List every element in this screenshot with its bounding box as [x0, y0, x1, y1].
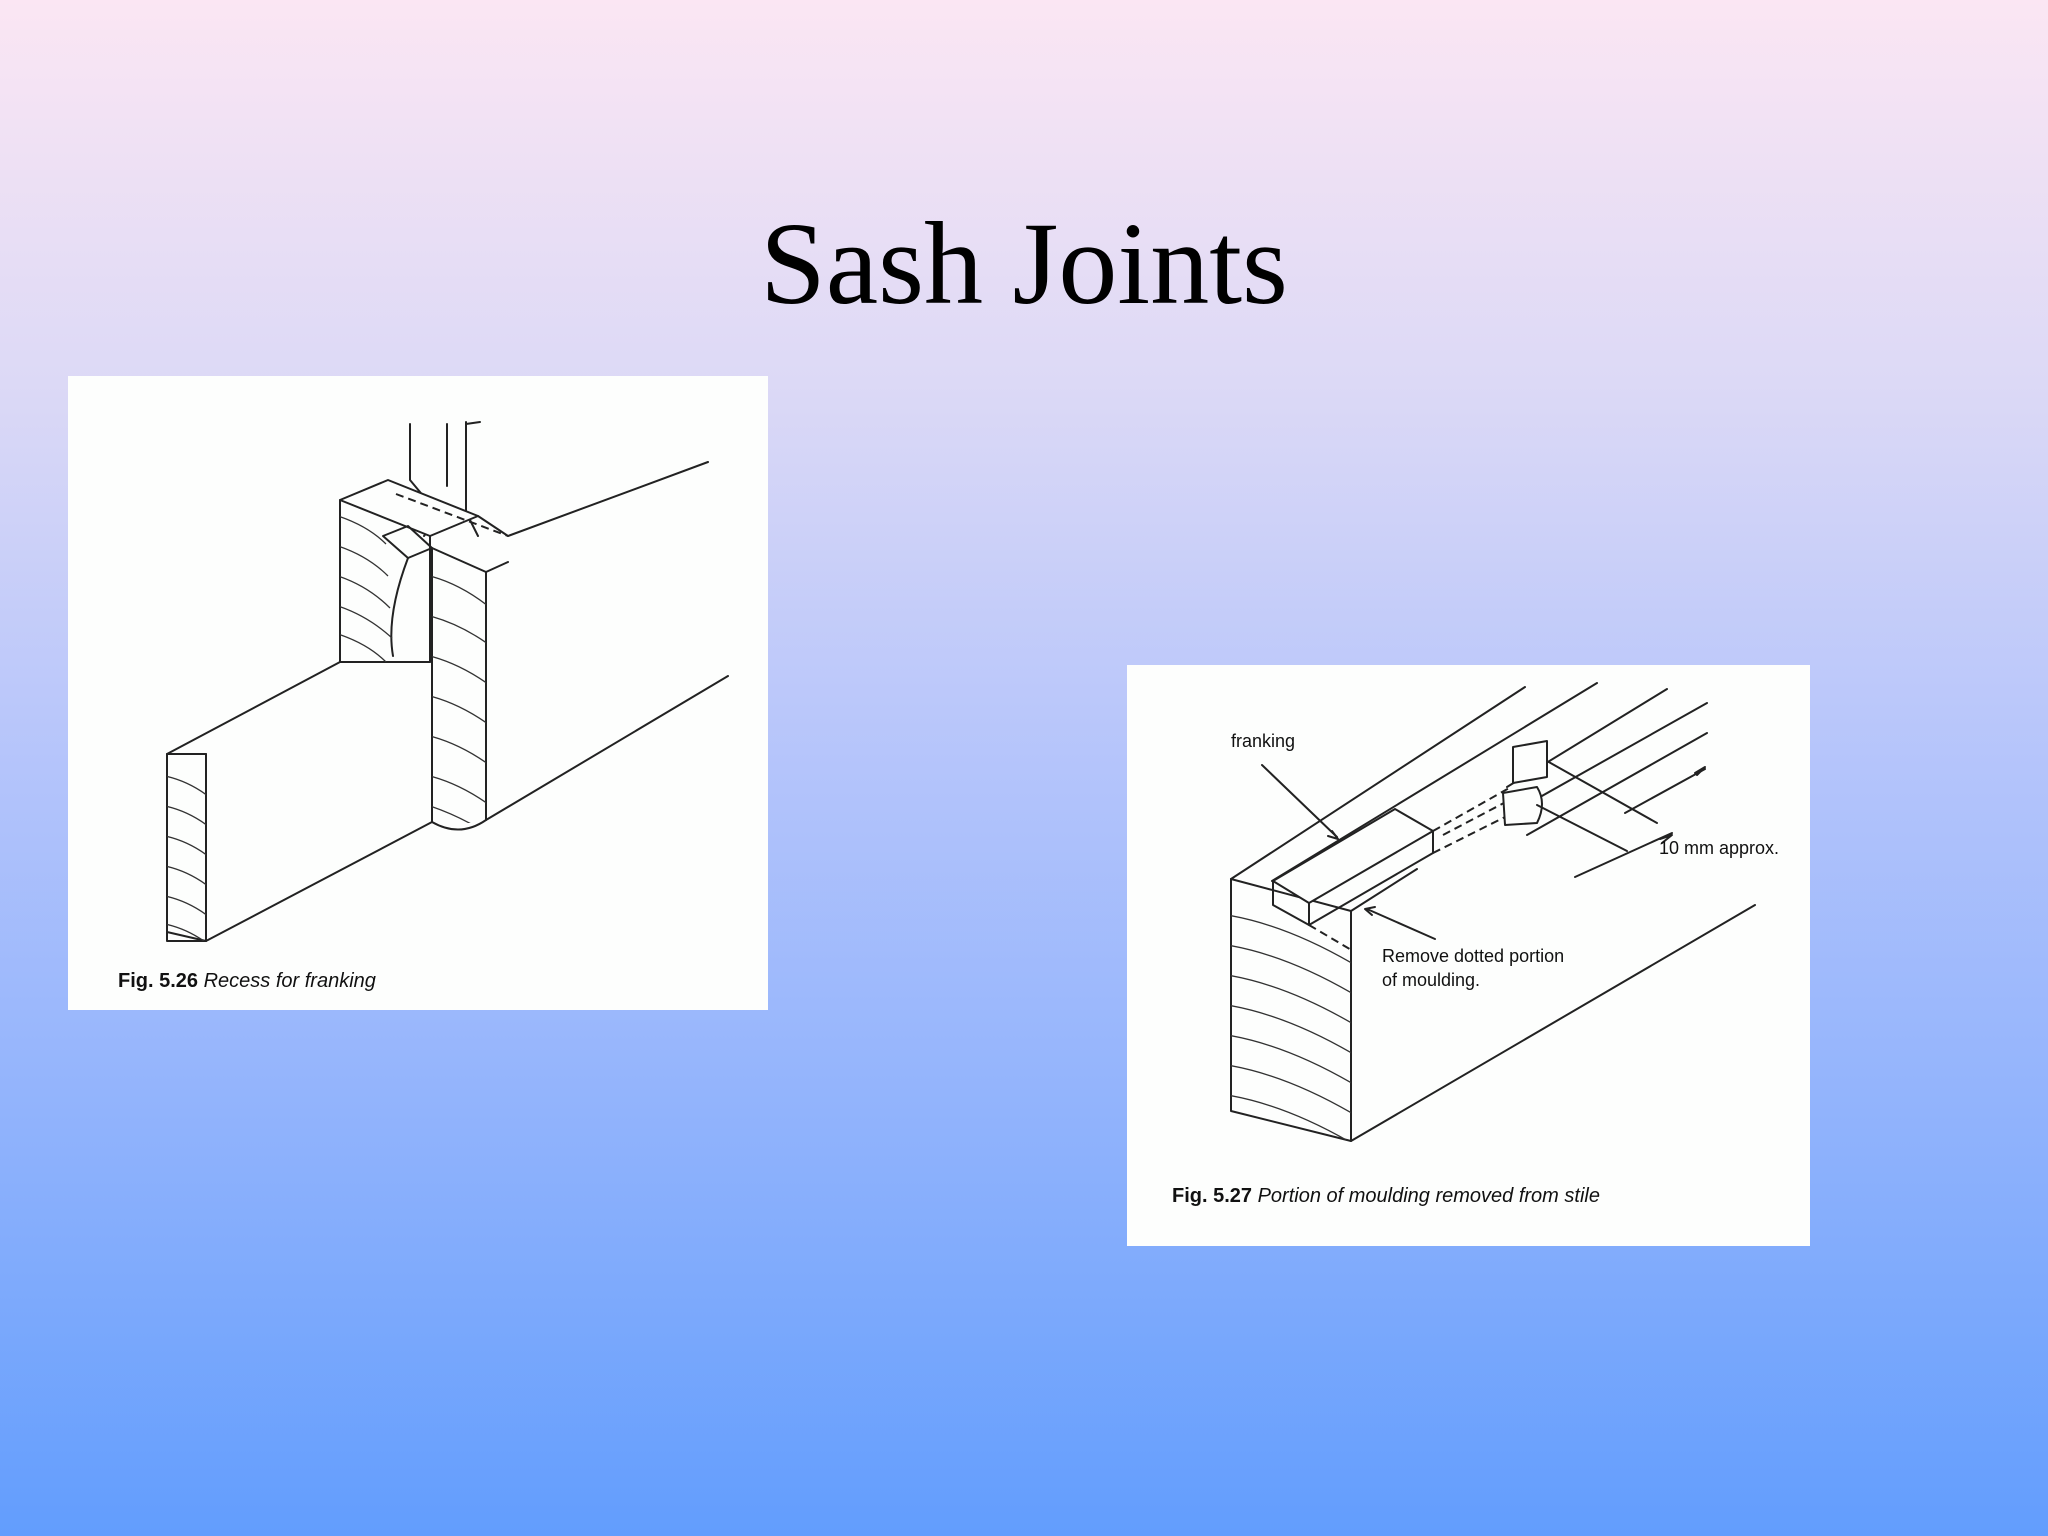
figure-2-caption: Fig. 5.27 Portion of moulding removed fr… — [1172, 1185, 1600, 1208]
remove-moulding-label-line2: of moulding. — [1382, 970, 1481, 990]
figure-moulding-removed-from-stile: franking 10 mm approx. Remove dotted por… — [1127, 665, 1810, 1246]
franking-label: franking — [1231, 731, 1296, 751]
moulding-removed-drawing — [1230, 682, 1756, 1142]
slide-title: Sash Joints — [760, 198, 1288, 329]
figure-1-caption-number: Fig. 5.26 — [118, 970, 199, 992]
figure-2-caption-text: Portion of moulding removed from stile — [1257, 1185, 1600, 1207]
dimension-label: 10 mm approx. — [1659, 838, 1780, 858]
figure-1-caption: Fig. 5.26 Recess for franking — [118, 970, 376, 993]
figure-recess-for-franking: Fig. 5.26 Recess for franking — [68, 376, 768, 1010]
figure-1-caption-text: Recess for franking — [203, 970, 376, 992]
recess-for-franking-drawing — [166, 421, 729, 942]
remove-moulding-label-line1: Remove dotted portion — [1382, 946, 1565, 966]
figure-2-caption-number: Fig. 5.27 — [1172, 1185, 1253, 1207]
